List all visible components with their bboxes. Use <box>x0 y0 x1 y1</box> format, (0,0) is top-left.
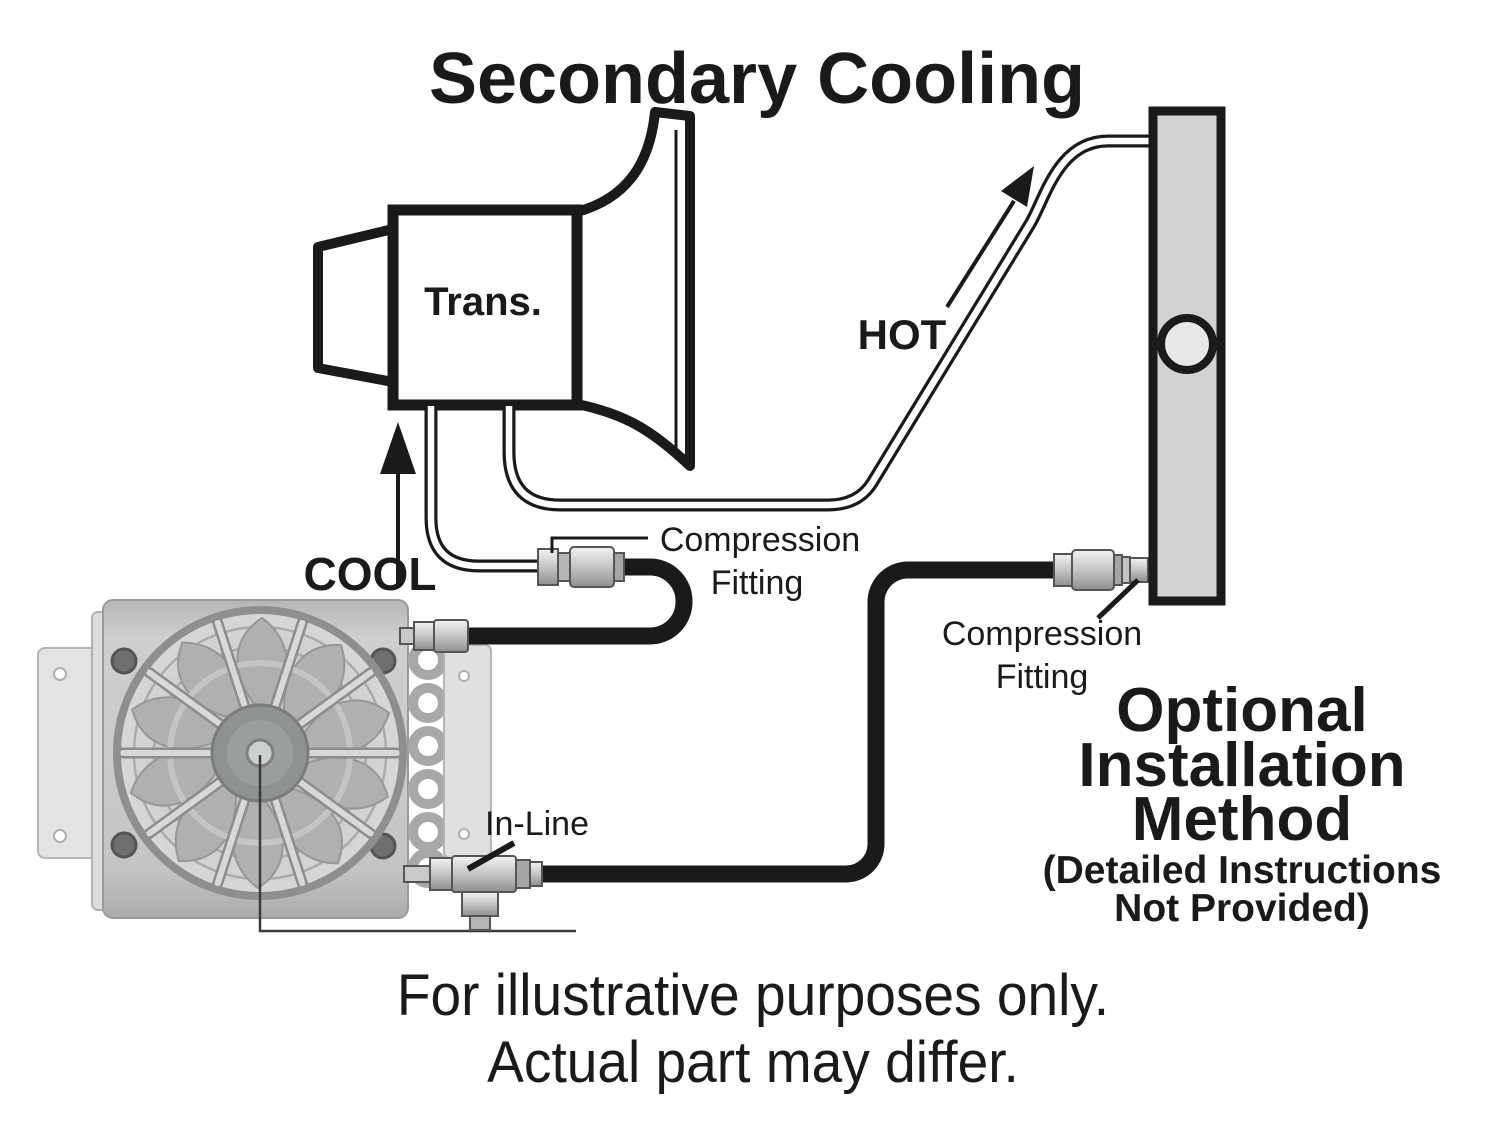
transmission-label: Trans. <box>424 280 542 324</box>
transmission: Trans. <box>313 107 695 471</box>
optional-method-text: Optional Installation Method (Detailed I… <box>1043 676 1442 930</box>
cooler-right-bracket <box>443 644 492 859</box>
svg-text:Optional: Optional <box>1116 676 1367 745</box>
transmission-case <box>387 204 583 411</box>
svg-text:For illustrative purposes only: For illustrative purposes only. <box>397 963 1109 1028</box>
hot-line <box>502 134 1152 512</box>
compression-fitting-top-label: Compression Fitting <box>550 521 860 602</box>
fan-hub <box>210 703 310 803</box>
hot-flow-arrow <box>945 166 1034 309</box>
compression-fitting-right-label: Compression Fitting <box>942 578 1142 696</box>
svg-text:Compression: Compression <box>660 521 860 559</box>
hose-inline-to-radiator <box>540 561 1058 883</box>
cooler-inlet-fitting <box>399 619 469 653</box>
cool-flow-arrow <box>380 422 416 588</box>
svg-text:Actual part may differ.: Actual part may differ. <box>487 1030 1019 1095</box>
radiator-cap <box>1157 314 1217 374</box>
transmission-bellhousing <box>572 107 695 471</box>
transmission-tailshaft <box>313 224 398 387</box>
svg-text:Fitting: Fitting <box>711 564 804 602</box>
svg-text:Not Provided): Not Provided) <box>1114 887 1370 930</box>
compression-fitting-top <box>537 546 625 588</box>
caption-text: For illustrative purposes only. Actual p… <box>397 963 1109 1095</box>
cooler-right-tube-loops <box>408 640 448 888</box>
hose-fitting-to-cooler <box>466 558 693 645</box>
svg-text:Compression: Compression <box>942 615 1142 653</box>
svg-text:In-Line: In-Line <box>485 805 589 843</box>
diagram-title: Secondary Cooling <box>429 39 1085 119</box>
cooler-assembly <box>37 599 576 933</box>
svg-text:Method: Method <box>1132 785 1352 854</box>
svg-text:Fitting: Fitting <box>996 658 1089 696</box>
radiator <box>1148 106 1226 606</box>
svg-text:Installation: Installation <box>1078 731 1405 800</box>
compression-fitting-right <box>1053 549 1157 591</box>
hot-label: HOT <box>858 311 947 358</box>
inline-label: In-Line <box>466 805 589 872</box>
cool-label: COOL <box>304 548 437 600</box>
svg-text:(Detailed Instructions: (Detailed Instructions <box>1043 849 1442 892</box>
cool-line <box>424 406 545 573</box>
inline-fitting <box>403 855 543 931</box>
